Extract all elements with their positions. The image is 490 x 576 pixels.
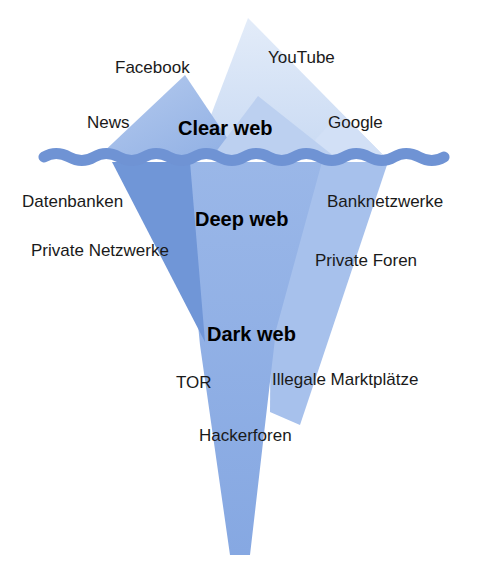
layer-label: Clear web [178, 117, 272, 139]
layer-label: Dark web [207, 323, 296, 345]
example-label: Google [328, 112, 383, 134]
water-line [44, 154, 444, 161]
example-label: Facebook [115, 57, 190, 79]
example-label: TOR [176, 372, 212, 394]
example-label: Illegale Marktplätze [272, 369, 418, 391]
example-label: Datenbanken [22, 191, 123, 213]
example-label: Banknetzwerke [327, 191, 443, 213]
example-label: Private Foren [315, 250, 417, 272]
iceberg-center-underwater [182, 162, 322, 555]
example-label: Private Netzwerke [31, 240, 169, 262]
example-label: News [87, 112, 130, 134]
example-label: YouTube [268, 47, 335, 69]
example-label: Hackerforen [199, 425, 292, 447]
layer-label: Deep web [195, 208, 288, 230]
